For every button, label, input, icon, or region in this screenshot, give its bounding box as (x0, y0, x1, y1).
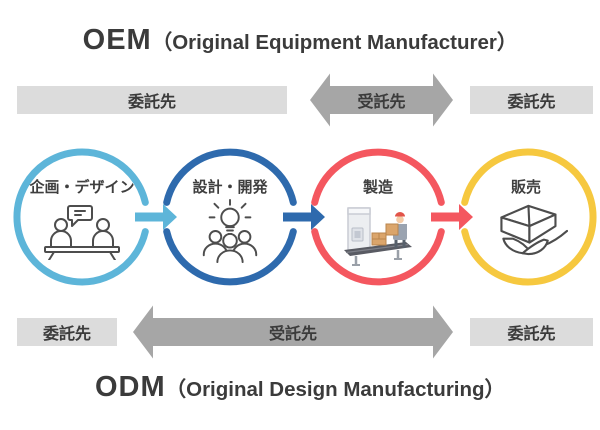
odm-right-client-bar: 委託先 (470, 318, 593, 346)
odm-title: ODM（Original Design Manufacturing） (0, 373, 600, 402)
step-label-planning: 企画・デザイン (29, 179, 135, 196)
step-label-sales: 販売 (510, 179, 541, 196)
odm-title-full: （Original Design Manufacturing） (165, 378, 506, 401)
step-label-manufacturing: 製造 (362, 179, 393, 196)
flow-arrow-manufacturing-to-sales (431, 204, 473, 230)
step-circle-manufacturing (311, 148, 445, 286)
step-circle-planning (13, 148, 149, 286)
idea-team-icon (196, 196, 264, 266)
odm-contractor-arrow-label: 受託先 (268, 326, 317, 343)
step-label-development: 設計・開発 (192, 179, 268, 196)
odm-title-abbr: ODM (94, 371, 166, 403)
oem-contractor-arrow (310, 73, 453, 127)
flow-arrow-planning-to-development (135, 204, 177, 230)
factory-conveyor-icon (336, 200, 421, 270)
oem-left-client-label: 委託先 (127, 94, 176, 111)
oem-title: OEM（Original Equipment Manufacturer） (0, 26, 600, 55)
meeting-icon (42, 202, 122, 260)
odm-right-client-label: 委託先 (507, 326, 556, 343)
odm-left-client-label: 委託先 (42, 326, 91, 343)
oem-contractor-arrow-label: 受託先 (357, 94, 406, 111)
oem-title-abbr: OEM (82, 24, 152, 56)
flow-arrow-development-to-manufacturing (283, 204, 325, 230)
oem-title-full: （Original Equipment Manufacturer） (151, 31, 518, 54)
box-handover-icon (486, 196, 568, 264)
odm-left-client-bar: 委託先 (17, 318, 117, 346)
step-circle-development (163, 148, 297, 286)
step-circle-sales (461, 148, 597, 286)
oem-left-client-bar: 委託先 (17, 86, 287, 114)
oem-right-client-bar: 委託先 (470, 86, 593, 114)
odm-contractor-arrow (133, 305, 453, 359)
oem-right-client-label: 委託先 (507, 94, 556, 111)
